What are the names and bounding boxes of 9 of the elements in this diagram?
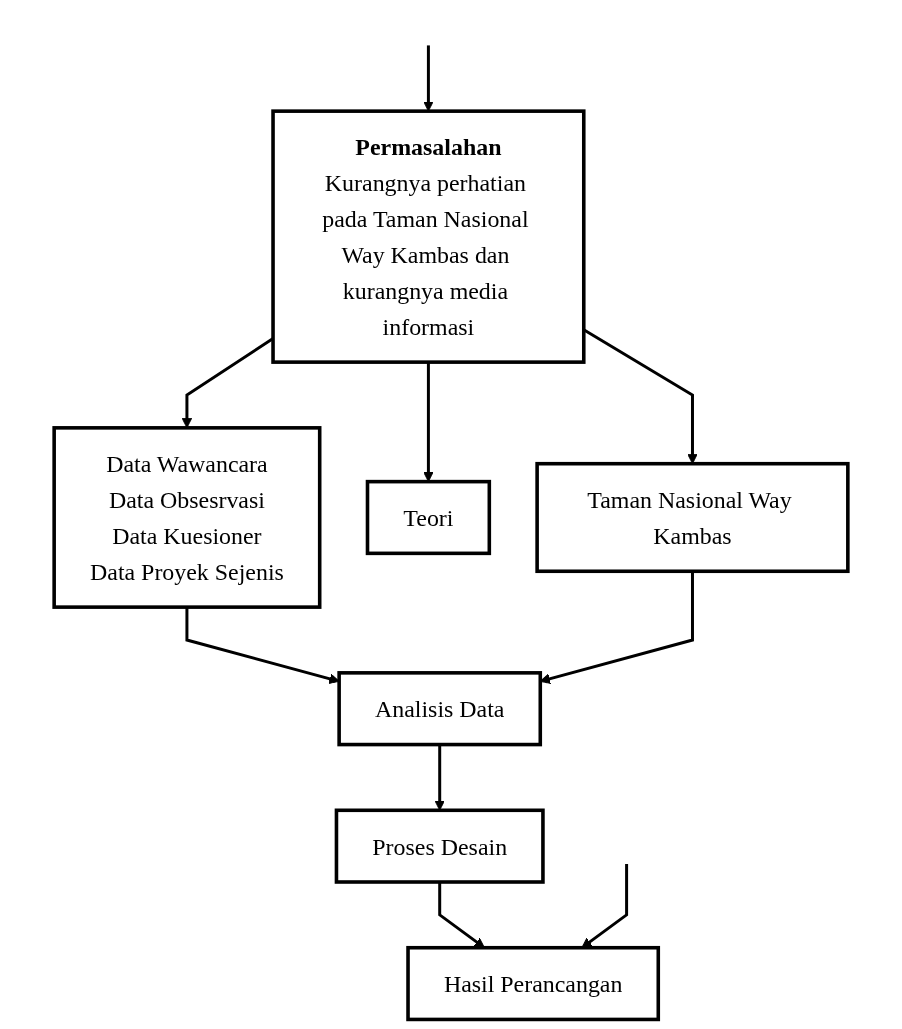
node-box: Taman Nasional Way Kambas xyxy=(535,461,850,574)
node-box: Proses Desain xyxy=(334,808,545,884)
arrow xyxy=(423,45,434,112)
node-box: Permasalahan Kurangnya perhatian pada Taman Nasional Way Kambas dan kurangnya media informasi xyxy=(271,109,586,364)
node-box: Hasil Perancangan xyxy=(406,945,661,1022)
node-box: Analisis Data xyxy=(337,671,543,747)
node-box: Data Wawancara Data Obsesrvasi Data Kuesioner Data Proyek Sejenis xyxy=(52,426,322,609)
node-box: Teori xyxy=(365,479,492,556)
arrow xyxy=(434,744,445,811)
